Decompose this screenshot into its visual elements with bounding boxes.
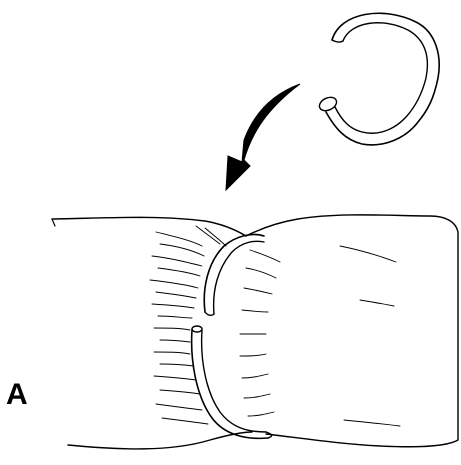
left-segment-bottom-edge (68, 432, 252, 449)
open-ring-top-end (332, 40, 343, 42)
left-segment-cut-end (52, 219, 55, 226)
right-gather-lines (240, 246, 400, 426)
placed-ring-cut-end (192, 326, 202, 332)
right-segment (246, 215, 458, 447)
open-ring (317, 13, 439, 145)
left-gather-lines (150, 226, 226, 424)
right-segment-outline (246, 215, 458, 447)
placed-ring (192, 234, 272, 438)
curved-arrow (226, 84, 300, 190)
left-segment-top-edge (52, 217, 246, 236)
open-ring-outer-edge (326, 13, 439, 145)
panel-label: A (6, 380, 28, 410)
open-ring-inner-edge (335, 23, 427, 133)
placed-ring-top-end (205, 312, 214, 315)
open-ring-bottom-end (317, 95, 338, 113)
